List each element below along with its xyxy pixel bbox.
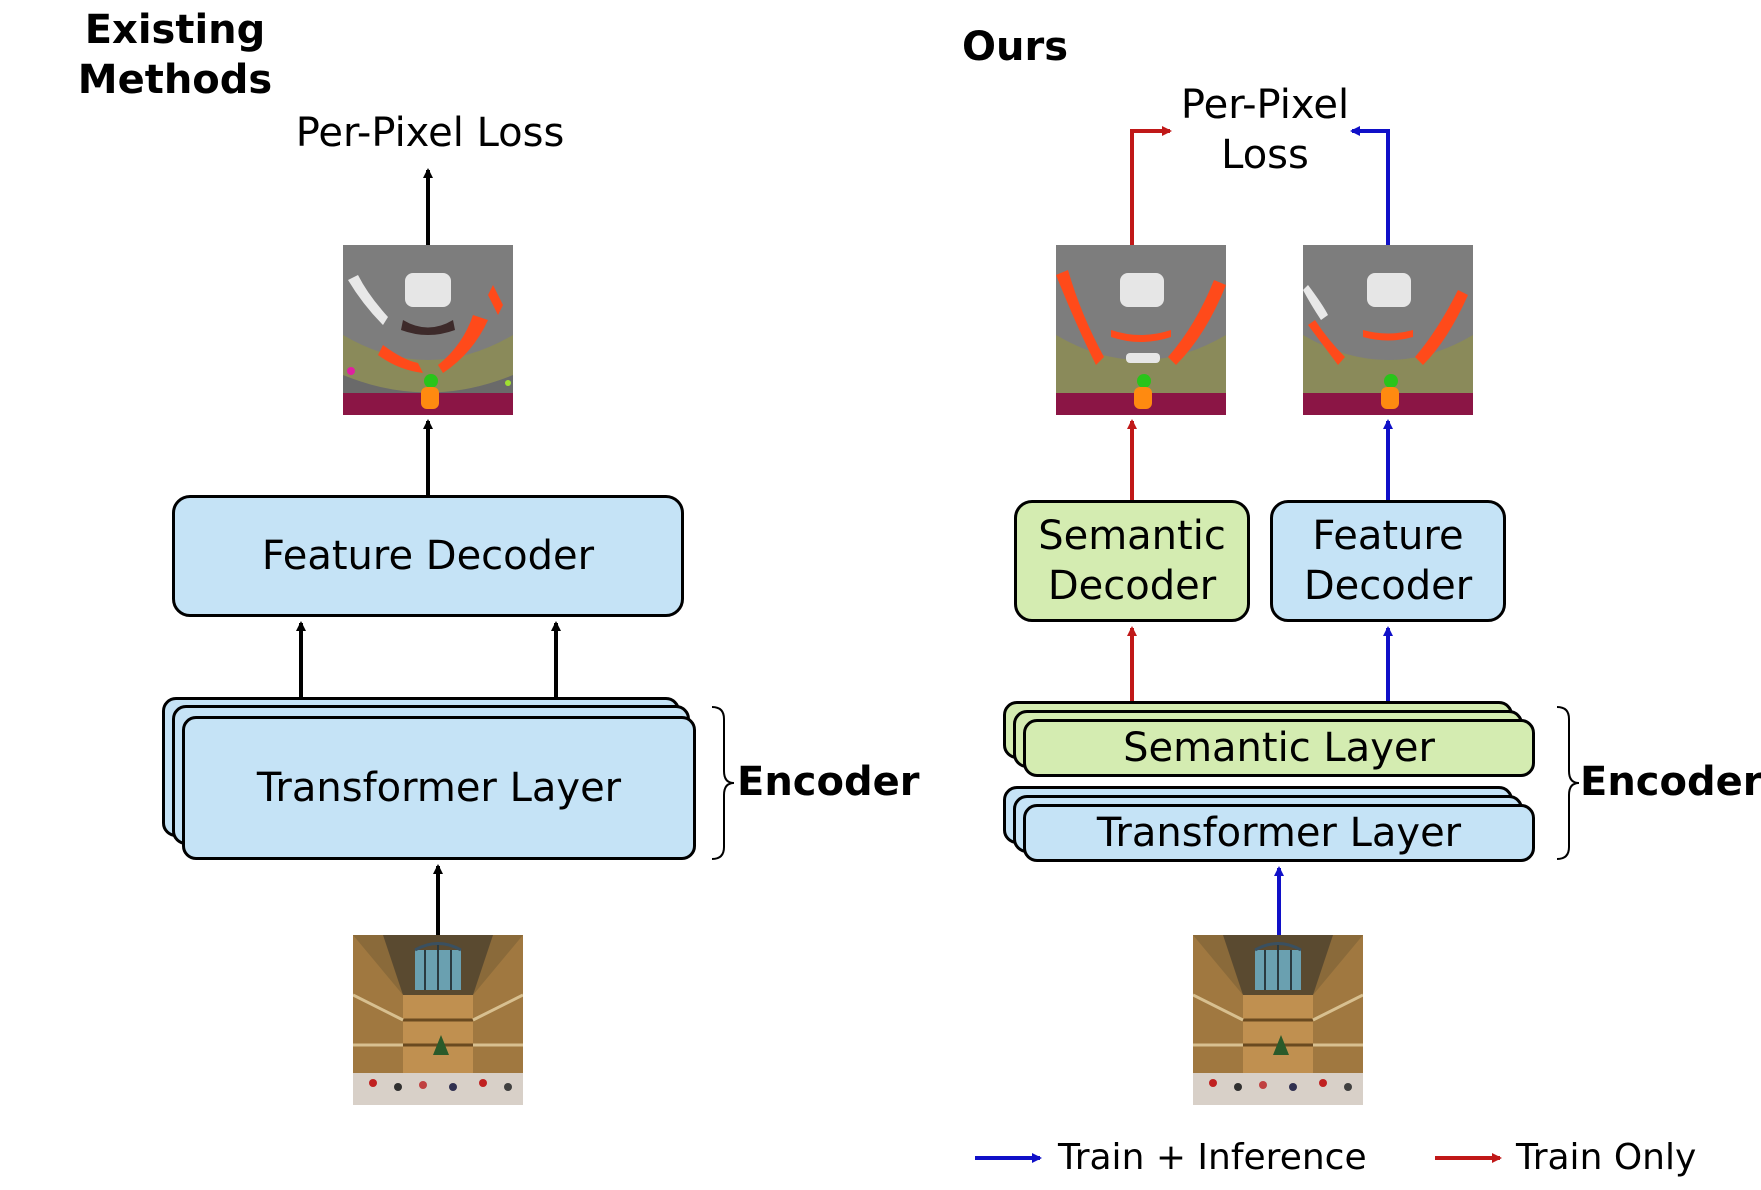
left-input-image: [353, 935, 523, 1105]
right-heading: Ours: [961, 24, 1068, 70]
semantic-decoder-line2: Decoder: [1047, 563, 1217, 609]
left-segmentation-map: [343, 245, 513, 415]
right-segmentation-map-feature: [1303, 245, 1473, 415]
right-feature-decoder-line1: Feature: [1312, 513, 1464, 559]
legend-train-only-label: Train Only: [1516, 1137, 1697, 1178]
right-segmentation-map-semantic: [1056, 245, 1226, 415]
left-heading: Existing Methods: [77, 7, 273, 103]
semantic-layer: Semantic Layer: [1023, 719, 1535, 777]
left-feature-decoder-label: Feature Decoder: [261, 533, 595, 579]
left-encoder-label: Encoder: [737, 759, 920, 805]
left-transformer-layer-label: Transformer Layer: [256, 765, 622, 811]
right-feature-decoder-line2: Decoder: [1303, 563, 1473, 609]
right-loss-label: Per-Pixel Loss: [1155, 80, 1375, 180]
semantic-decoder-line1: Semantic: [1038, 513, 1226, 559]
legend-train-inference-label: Train + Inference: [1058, 1137, 1367, 1178]
right-transformer-layer-label: Transformer Layer: [1096, 810, 1462, 856]
right-loss-line1: Per-Pixel: [1180, 82, 1350, 128]
right-encoder-label: Encoder: [1580, 759, 1761, 805]
semantic-decoder-box: Semantic Decoder: [1014, 500, 1250, 622]
left-feature-decoder-box: Feature Decoder: [172, 495, 684, 617]
right-encoder-brace: [1556, 706, 1580, 860]
left-transformer-layer: Transformer Layer: [182, 716, 696, 860]
right-transformer-layer: Transformer Layer: [1023, 804, 1535, 862]
right-input-image: [1193, 935, 1363, 1105]
left-loss-label: Per-Pixel Loss: [295, 110, 565, 156]
left-encoder-brace: [711, 706, 735, 860]
right-loss-line2: Loss: [1221, 132, 1309, 178]
right-feature-decoder-box: Feature Decoder: [1270, 500, 1506, 622]
semantic-layer-label: Semantic Layer: [1123, 725, 1435, 771]
